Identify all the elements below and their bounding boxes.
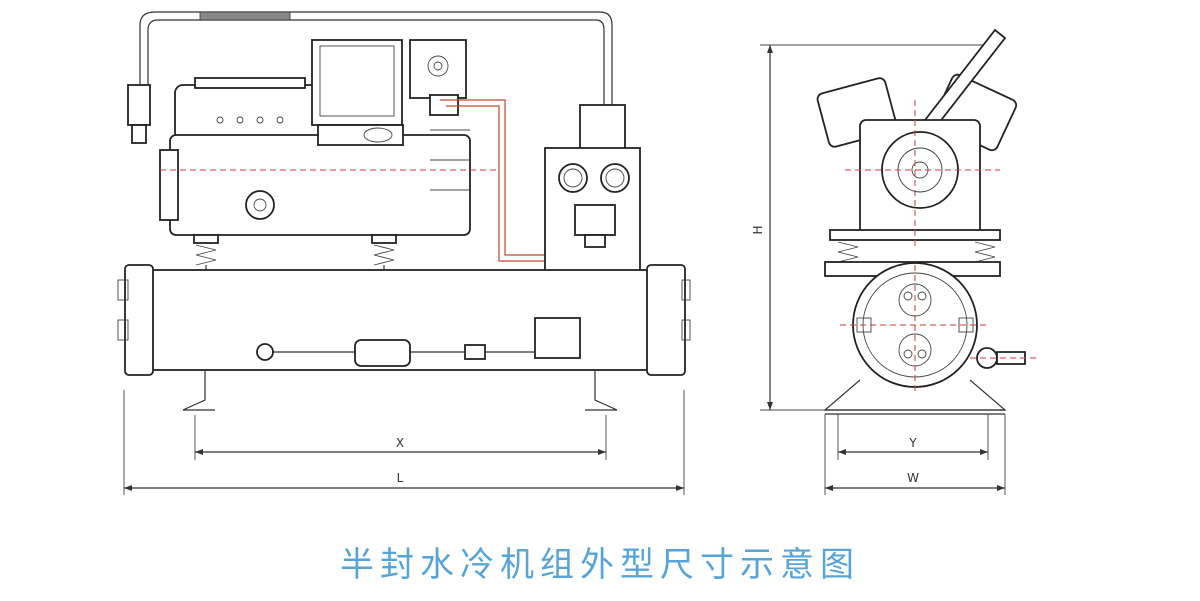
dimension-x-label: X: [396, 436, 404, 450]
end-view: H: [751, 28, 1040, 495]
diagram-caption: 半封水冷机组外型尺寸示意图: [340, 545, 860, 585]
filter-drier: [354, 339, 411, 367]
dimension-y: Y: [837, 414, 989, 460]
pipe-insulation: [199, 11, 291, 21]
unit-outline-drawing: X L H: [117, 11, 1040, 495]
solenoid-valve: [534, 317, 581, 359]
dimension-l-label: L: [397, 471, 404, 485]
terminal-box: [311, 39, 403, 126]
pressure-gauge-icon: [600, 163, 630, 193]
gauge-panel: [544, 104, 641, 284]
dimension-h-label: H: [751, 225, 765, 234]
dimension-y-label: Y: [908, 436, 917, 450]
condenser-shell: [117, 264, 691, 411]
flange-plate: [409, 39, 467, 99]
spring-mounts: [193, 234, 397, 282]
dimension-x: X: [194, 415, 607, 460]
dimension-h: H: [751, 44, 990, 411]
service-valve: [127, 84, 151, 126]
pressure-switch: [574, 204, 616, 236]
dimension-l: L: [123, 390, 685, 495]
dimension-w-label: W: [907, 471, 919, 485]
compressor: [159, 39, 471, 236]
dimension-w: W: [824, 414, 1006, 495]
pressure-gauge-icon: [558, 163, 588, 193]
side-view: X L: [117, 11, 691, 495]
